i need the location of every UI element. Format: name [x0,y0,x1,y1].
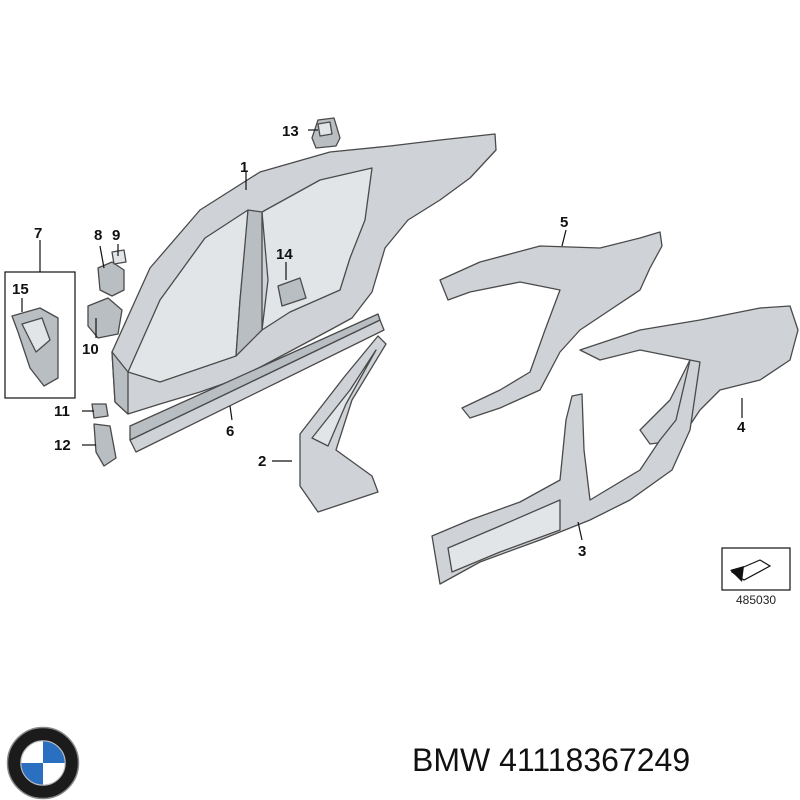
callout-14: 14 [276,246,293,263]
bmw-logo-icon [6,726,80,800]
callout-5: 5 [560,214,568,231]
callout-9: 9 [112,227,120,244]
callout-1: 1 [240,159,248,176]
part-8-9-10-brackets [87,249,127,339]
part-1-side-frame [111,133,497,415]
callout-11: 11 [54,403,70,420]
callout-10: 10 [82,341,99,358]
part-caption: BMW 41118367249 [412,742,691,778]
callout-7: 7 [34,225,42,242]
callout-2: 2 [258,453,266,470]
callout-6: 6 [226,423,234,440]
callout-15: 15 [12,281,29,298]
part-7-group [4,271,76,399]
part-13-bracket [311,117,341,149]
callout-12: 12 [54,437,71,454]
part-11-12-brackets [91,403,117,467]
leader-lines [21,129,743,541]
part-2-b-pillar [299,335,387,513]
reference-box [721,547,791,591]
part-5-outer-panel [439,231,663,419]
reference-number: 485030 [736,593,776,607]
callout-13: 13 [282,123,299,140]
part-3-inner-frame [431,359,701,585]
callout-3: 3 [578,543,586,560]
part-14-plate [277,277,307,307]
part-6-sill [129,313,385,453]
callout-8: 8 [94,227,102,244]
callout-4: 4 [737,419,746,436]
